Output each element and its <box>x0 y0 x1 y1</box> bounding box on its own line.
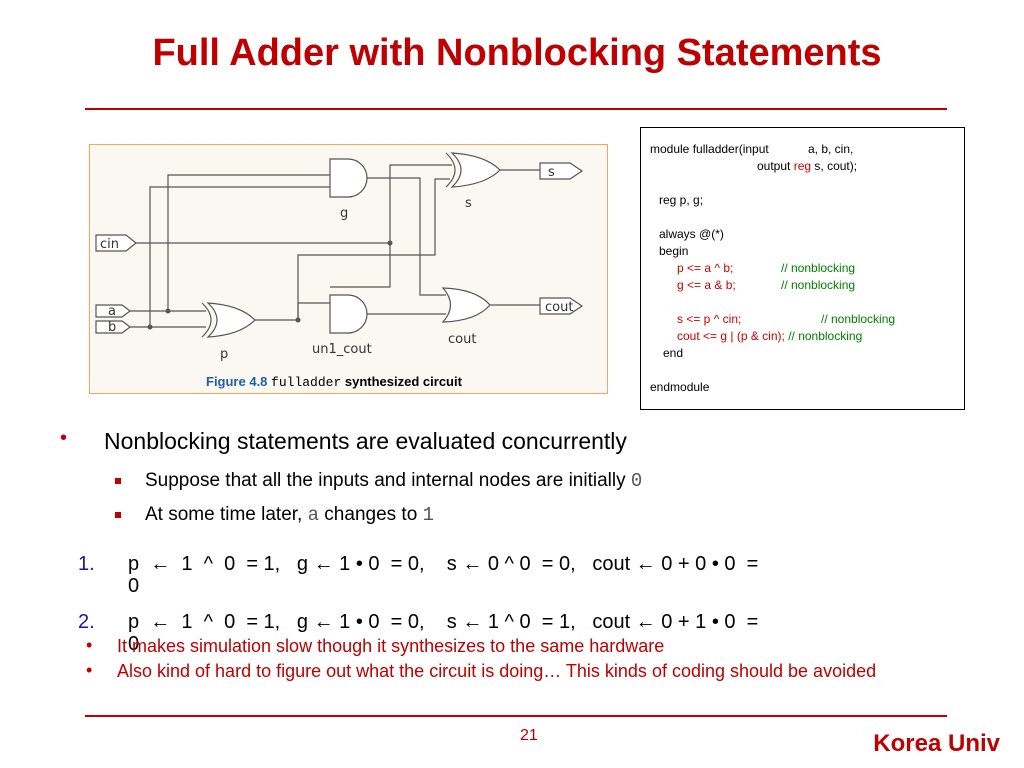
bullet-main-text: Nonblocking statements are evaluated con… <box>104 428 627 454</box>
port-label-s: s <box>548 165 555 180</box>
code-line-11: endmodule <box>650 380 710 394</box>
step-result: 0 <box>128 575 140 597</box>
code-line-5: begin <box>659 244 689 258</box>
figure-caption-text: synthesized circuit <box>344 374 462 389</box>
title-divider <box>85 108 947 110</box>
port-label-cout: cout <box>545 300 573 315</box>
gate-label-p: p <box>220 347 228 362</box>
step-number: 1. <box>78 553 95 575</box>
gate-label-cout: cout <box>448 332 476 347</box>
slide-title: Full Adder with Nonblocking Statements <box>152 32 882 74</box>
circuit-diagram: cin a b s cout g s p un1_cout cout <box>95 152 584 362</box>
code-line-4: always @(*) <box>659 227 724 241</box>
code-line-6: p <= a ^ b;// nonblocking <box>677 261 856 275</box>
code-line-8: s <= p ^ cin;// nonblocking <box>677 312 896 326</box>
bullet-sub-2-text: At some time later, a changes to 1 <box>145 504 434 526</box>
page-number: 21 <box>520 727 538 744</box>
figure-number: Figure 4.8 <box>206 374 268 389</box>
bullet-dot: • <box>60 427 68 449</box>
note-dot: • <box>86 660 93 680</box>
figure-caption: Figure 4.8 fulladder synthesized circuit <box>206 374 462 390</box>
footer-brand: Korea Univ <box>873 730 1000 757</box>
code-line-2: output reg s, cout); <box>757 159 858 173</box>
code-line-3: reg p, g; <box>659 193 704 207</box>
port-label-cin: cin <box>100 237 119 252</box>
step-number: 2. <box>78 611 95 633</box>
step-expression: p ← 1 ^ 0 = 1, g ← 1 • 0 = 0, s ← 0 ^ 0 … <box>128 553 759 575</box>
note-dot: • <box>86 635 93 655</box>
footer-divider <box>85 715 947 717</box>
gate-label-s: s <box>465 196 472 211</box>
step-expression: p ← 1 ^ 0 = 1, g ← 1 • 0 = 0, s ← 1 ^ 0 … <box>128 611 759 633</box>
port-label-b: b <box>108 320 116 335</box>
note-1-text: It makes simulation slow though it synth… <box>117 636 665 656</box>
port-label-a: a <box>108 304 116 319</box>
bullet-square <box>115 478 121 484</box>
bullet-square <box>115 512 121 518</box>
note-2-text: Also kind of hard to figure out what the… <box>117 661 877 681</box>
circuit-figure: cin a b s cout g s p un1_cout cout Figur… <box>89 144 608 394</box>
bullet-sub-1-text: Suppose that all the inputs and internal… <box>145 470 643 492</box>
step-result: 0 <box>128 633 140 655</box>
gate-label-un1-cout: un1_cout <box>312 342 372 357</box>
figure-caption-module: fulladder <box>271 375 342 390</box>
code-line-10: end <box>663 346 684 360</box>
code-line-7: g <= a & b;// nonblocking <box>677 278 856 292</box>
gate-label-g: g <box>340 206 348 221</box>
code-line-9: cout <= g | (p & cin); // nonblocking <box>677 329 863 343</box>
